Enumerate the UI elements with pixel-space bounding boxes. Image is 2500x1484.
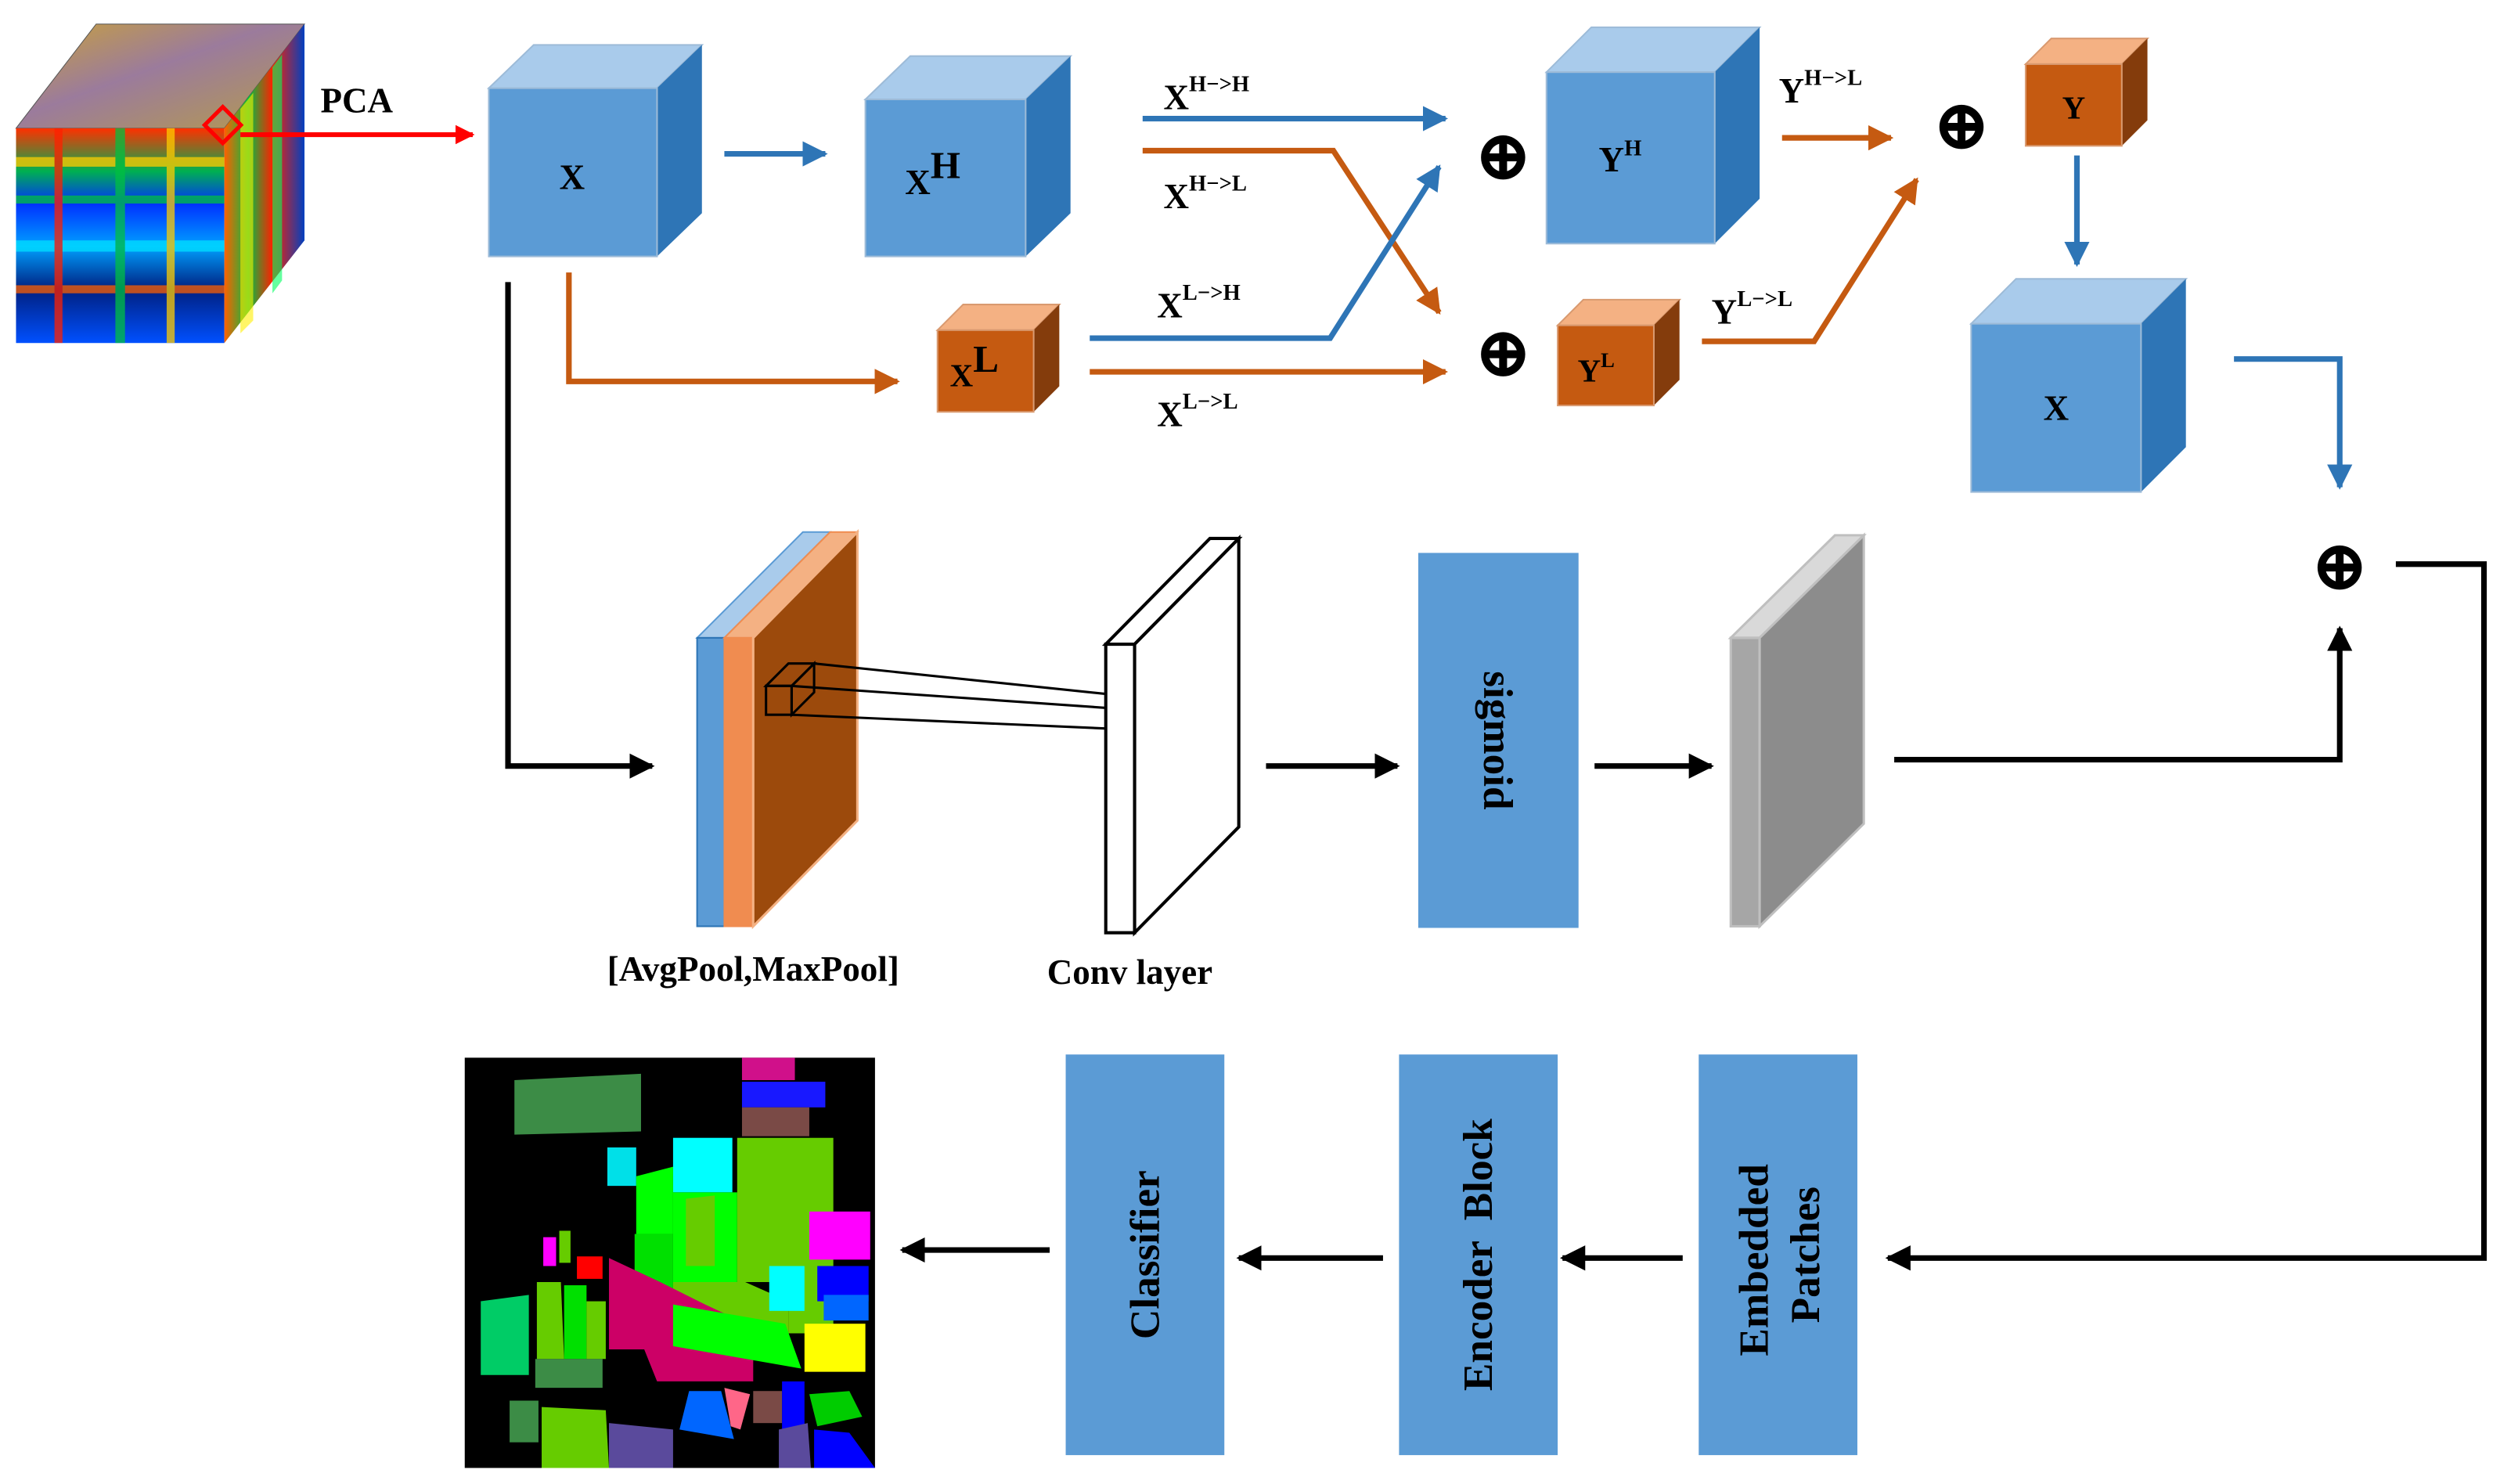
x-h2l-sup: H−>L [1189,171,1247,196]
svg-text:Embedded Patches: Embedded Patches [1731,1154,1828,1356]
svg-text:XL−>H: XL−>H [1157,280,1241,326]
conv-caption: Conv layer [1047,953,1212,992]
classification-map-image [464,1057,875,1468]
hyperspectral-cube-image [15,23,306,344]
y-high-sup: H [1624,136,1641,161]
y-l2l-sup: L−>L [1737,286,1792,312]
oplus-residual: ⊕ [2311,528,2369,605]
embedded-line1: Embedded [1731,1164,1777,1356]
x-low-label: X [950,358,974,393]
y-low-sup: L [1601,348,1615,372]
svg-text:YL: YL [1578,348,1615,388]
svg-text:XL: XL [950,337,999,393]
x-input-label: X [560,158,585,197]
x-h2h-label: X [1163,77,1189,117]
arrow-x-to-sum [2234,356,2353,490]
y-h2l-sup: H−>L [1804,66,1862,91]
x-h2l-label: X [1163,177,1189,216]
x-input-cube: X [486,44,704,258]
arrow-map-to-sum [1894,625,2353,763]
svg-text:YL−>L: YL−>L [1712,286,1792,332]
sigmoid-label: sigmoid [1475,671,1521,809]
arrow-h-to-l [1142,147,1442,315]
x-low-cube: XL [935,304,1061,413]
arrow-l-to-h [1090,164,1442,341]
y-output-label: Y [2062,91,2086,126]
oplus-high: ⊕ [1474,117,1533,195]
x-output-label: X [2044,388,2070,427]
classifier-label: Classifier [1122,1170,1168,1339]
encoder-label: Encoder Block [1455,1118,1501,1391]
svg-text:XL−>L: XL−>L [1157,389,1237,434]
svg-text:XH−>L: XH−>L [1163,171,1247,217]
x-l2h-label: X [1157,286,1183,325]
x-h2h-sup: H−>H [1189,72,1249,97]
svg-text:YH: YH [1599,136,1642,179]
y-h2l-label: Y [1779,71,1805,110]
sigmoid-box [1418,553,1579,928]
y-high-cube: YH [1544,26,1762,245]
pca-label: PCA [320,81,393,120]
x-l2h-sup: L−>H [1183,280,1241,305]
x-l2l-sup: L−>L [1183,389,1238,414]
arrow-x-to-pool [505,282,655,779]
y-output-cube: Y [2023,38,2150,147]
svg-text:YH−>L: YH−>L [1779,66,1863,111]
pool-feature-maps [695,529,859,930]
y-l2l-label: Y [1712,293,1738,332]
embedded-line2: Patches [1782,1187,1828,1323]
svg-text:XH: XH [905,143,960,201]
attention-map [1727,532,1867,930]
x-high-cube: XH [863,55,1073,258]
patch-marker [201,103,244,146]
oplus-low: ⊕ [1474,315,1533,392]
x-output-cube: X [1969,278,2188,493]
y-low-label: Y [1578,353,1601,388]
x-low-sup: L [973,337,999,380]
oplus-merge: ⊕ [1932,87,1990,164]
y-low-cube: YL [1555,298,1682,407]
pool-caption: [AvgPool,MaxPool] [607,949,899,989]
x-high-sup: H [931,143,960,186]
x-l2l-label: X [1157,395,1183,434]
svg-text:XH−>H: XH−>H [1163,72,1249,117]
embedded-patches-box [1698,1054,1857,1456]
x-high-label: X [905,163,931,202]
conv-layer [1101,534,1243,937]
encoder-block-box [1399,1054,1558,1456]
arrow-sum-to-embed [1885,561,2487,1271]
arrow-x-to-xl [566,272,900,394]
y-high-label: Y [1599,140,1625,179]
arrow-yl-out [1702,177,1919,344]
classifier-box [1065,1054,1225,1456]
